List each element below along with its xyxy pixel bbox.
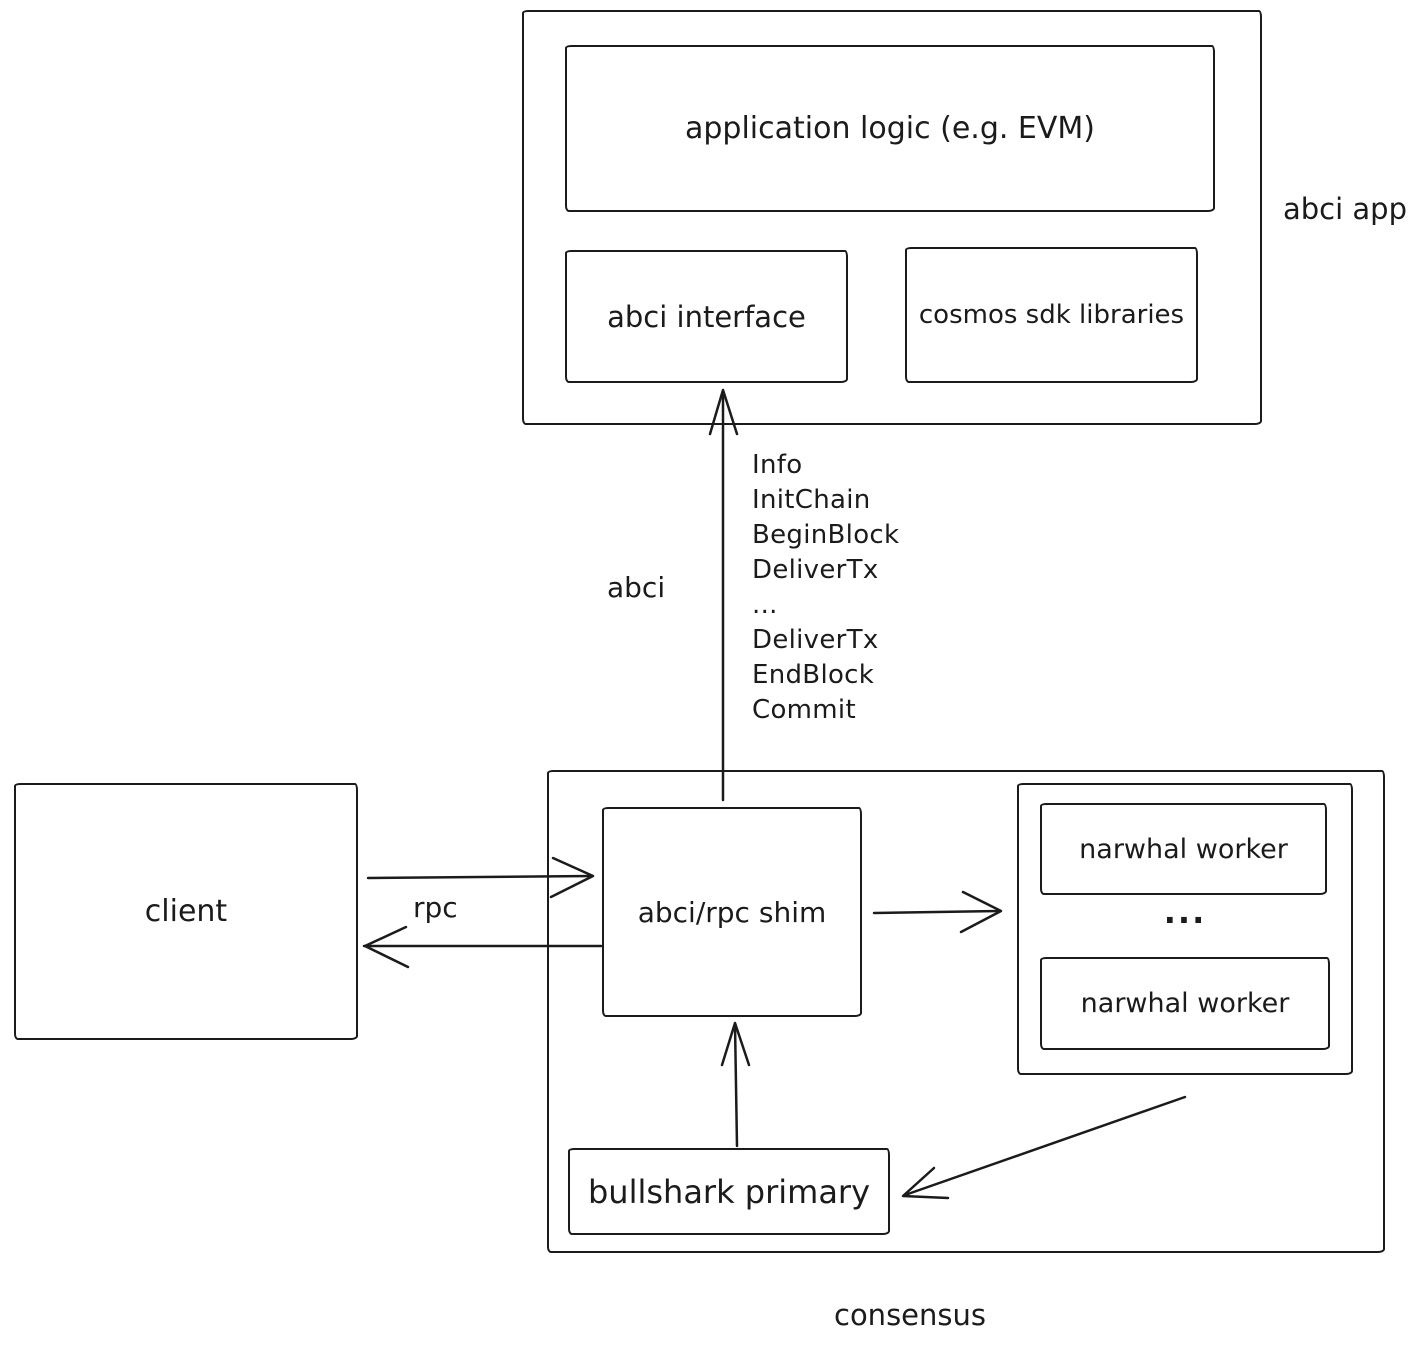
abci-arrow bbox=[708, 388, 739, 802]
application-logic-box: application logic (e.g. EVM) bbox=[565, 45, 1215, 212]
narwhal-worker-top-box: narwhal worker bbox=[1040, 803, 1327, 895]
abci-message: Info bbox=[752, 450, 803, 480]
abci-rpc-shim-box: abci/rpc shim bbox=[602, 807, 862, 1017]
consensus-label: consensus bbox=[834, 1298, 986, 1332]
rpc-arrow-label: rpc bbox=[413, 891, 458, 924]
application-logic-label: application logic (e.g. EVM) bbox=[685, 111, 1095, 146]
abci-message: EndBlock bbox=[752, 660, 875, 690]
abci-interface-label: abci interface bbox=[607, 299, 806, 334]
abci-app-box bbox=[522, 10, 1262, 425]
worker-ellipsis: ... bbox=[1163, 893, 1207, 931]
abci-message: BeginBlock bbox=[752, 520, 900, 550]
consensus-box bbox=[547, 770, 1385, 1253]
narwhal-worker-label: narwhal worker bbox=[1079, 833, 1288, 865]
cosmos-sdk-libraries-box: cosmos sdk libraries bbox=[905, 247, 1198, 383]
narwhal-worker-bottom-box: narwhal worker bbox=[1040, 957, 1330, 1050]
abci-message: InitChain bbox=[752, 485, 871, 515]
cosmos-sdk-libraries-label: cosmos sdk libraries bbox=[918, 300, 1185, 330]
bullshark-primary-label: bullshark primary bbox=[587, 1172, 871, 1211]
narwhal-worker-container bbox=[1017, 783, 1353, 1075]
abci-message: ... bbox=[752, 590, 778, 620]
abci-interface-box: abci interface bbox=[565, 250, 848, 383]
abci-message: DeliverTx bbox=[752, 625, 879, 655]
client-box: client bbox=[14, 783, 358, 1040]
abci-app-label: abci app bbox=[1283, 192, 1407, 226]
bullshark-primary-box: bullshark primary bbox=[568, 1148, 890, 1235]
abci-rpc-shim-label: abci/rpc shim bbox=[637, 895, 827, 929]
narwhal-worker-label: narwhal worker bbox=[1080, 988, 1290, 1019]
abci-message: DeliverTx bbox=[752, 555, 879, 585]
abci-message: Commit bbox=[752, 695, 856, 725]
client-label: client bbox=[144, 894, 228, 929]
abci-arrow-label: abci bbox=[607, 571, 666, 604]
abci-message-list: Info InitChain BeginBlock DeliverTx ... … bbox=[752, 448, 899, 728]
